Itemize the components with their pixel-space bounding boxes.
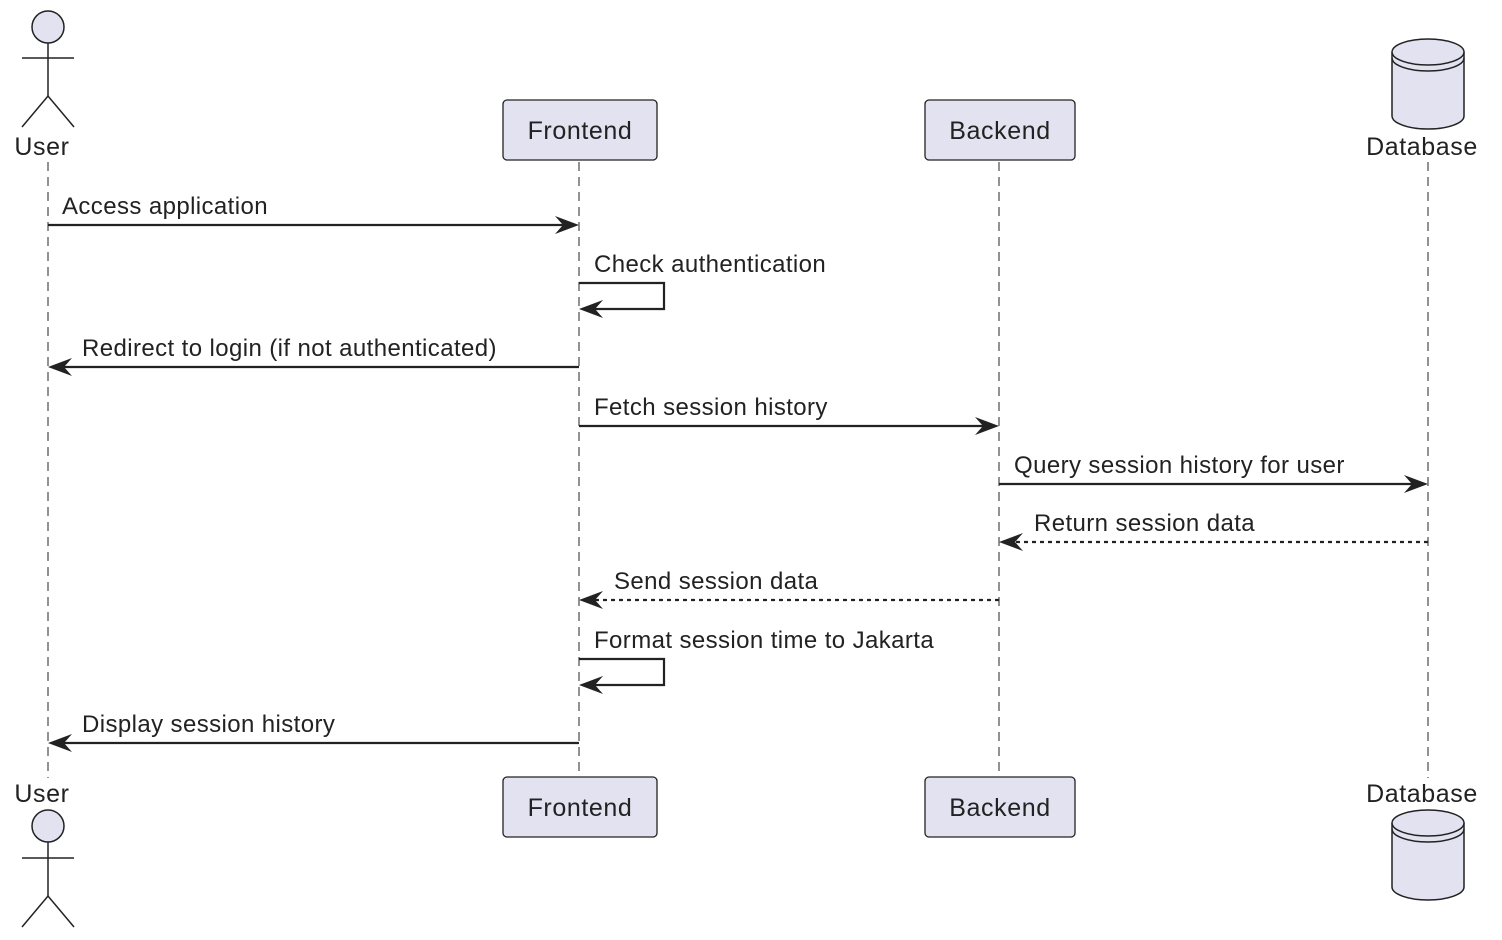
arrowhead-icon bbox=[579, 591, 603, 609]
message-label: Return session data bbox=[1034, 510, 1255, 537]
message-label: Check authentication bbox=[594, 251, 826, 278]
participant-label-database-top: Database bbox=[1366, 133, 1478, 161]
actor-legs bbox=[21, 894, 75, 928]
message-label: Format session time to Jakarta bbox=[594, 627, 934, 654]
arrowhead-icon bbox=[975, 417, 999, 435]
arrowhead-icon bbox=[48, 358, 72, 376]
participant-label-backend-top: Backend bbox=[949, 117, 1051, 145]
actor-head bbox=[31, 809, 65, 843]
participant-frontend-bottom: Frontend bbox=[502, 776, 658, 838]
message-1: Access application bbox=[48, 193, 579, 234]
participant-database-top: Database bbox=[1366, 38, 1478, 161]
participant-box bbox=[502, 99, 658, 161]
arrowhead-icon bbox=[579, 300, 603, 318]
participant-label-user-bottom: User bbox=[14, 780, 69, 808]
database-icon-body bbox=[1391, 823, 1465, 901]
message-6: Return session data bbox=[999, 510, 1428, 551]
participant-backend-bottom: Backend bbox=[924, 776, 1076, 838]
message-label: Query session history for user bbox=[1014, 452, 1345, 479]
participant-label-backend-bottom: Backend bbox=[949, 794, 1051, 822]
participant-box bbox=[924, 99, 1076, 161]
message-arrow bbox=[579, 281, 666, 311]
message-9: Display session history bbox=[48, 711, 579, 752]
database-icon-rim bbox=[1391, 828, 1465, 843]
message-label: Fetch session history bbox=[594, 394, 828, 421]
message-7: Send session data bbox=[579, 568, 999, 609]
arrowhead-icon bbox=[1404, 475, 1428, 493]
message-arrow bbox=[579, 657, 666, 687]
participant-backend-top: Backend bbox=[924, 99, 1076, 161]
participant-user-bottom: User bbox=[14, 780, 75, 928]
participant-frontend-top: Frontend bbox=[502, 99, 658, 161]
actor-legs bbox=[21, 94, 75, 128]
participant-box bbox=[502, 776, 658, 838]
message-label: Send session data bbox=[614, 568, 819, 595]
participant-label-database-bottom: Database bbox=[1366, 780, 1478, 808]
participant-database-bottom: Database bbox=[1366, 780, 1478, 901]
database-icon-top bbox=[1391, 38, 1465, 66]
message-label: Display session history bbox=[82, 711, 335, 738]
actor-head bbox=[31, 10, 65, 44]
message-4: Fetch session history bbox=[579, 394, 999, 435]
arrowhead-icon bbox=[48, 734, 72, 752]
participant-label-frontend-top: Frontend bbox=[528, 117, 633, 145]
database-icon-body bbox=[1391, 52, 1465, 130]
database-icon-rim bbox=[1391, 57, 1465, 72]
message-3: Redirect to login (if not authenticated) bbox=[48, 335, 579, 376]
database-icon-top bbox=[1391, 809, 1465, 837]
message-5: Query session history for user bbox=[999, 452, 1428, 493]
message-label: Access application bbox=[62, 193, 268, 220]
participant-label-user-top: User bbox=[14, 133, 69, 161]
arrowhead-icon bbox=[579, 676, 603, 694]
message-8: Format session time to Jakarta bbox=[579, 627, 934, 694]
participant-box bbox=[924, 776, 1076, 838]
participant-user-top: User bbox=[14, 10, 75, 161]
message-2: Check authentication bbox=[579, 251, 826, 318]
participant-label-frontend-bottom: Frontend bbox=[528, 794, 633, 822]
arrowhead-icon bbox=[999, 533, 1023, 551]
message-label: Redirect to login (if not authenticated) bbox=[82, 335, 497, 362]
arrowhead-icon bbox=[555, 216, 579, 234]
